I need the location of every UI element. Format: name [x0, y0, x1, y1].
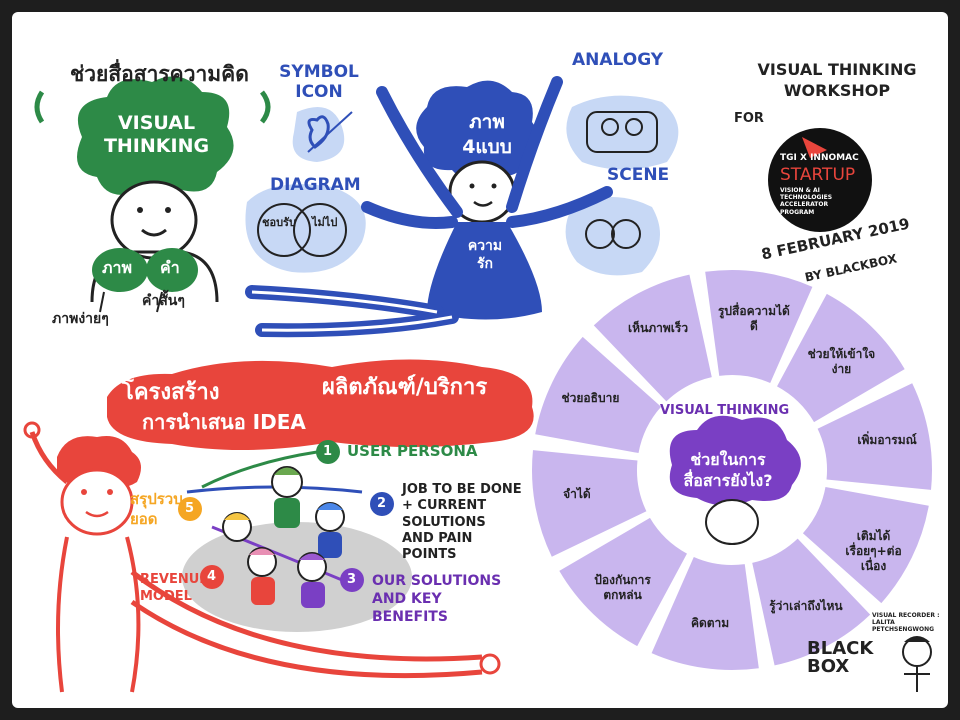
wheel-segment	[802, 486, 929, 604]
wheel-segment	[817, 383, 932, 490]
recorder-credit: VISUAL RECORDER : LALITA PETCHSENGWONG	[872, 612, 940, 634]
banner-presentation: การนำเสนอ IDEA	[142, 410, 306, 434]
blackbox-logo: BLACK BOX	[807, 638, 874, 677]
visual-thinking-character	[34, 76, 271, 313]
hand-label-word: คำ	[160, 258, 180, 277]
benefits-wheel	[531, 270, 932, 670]
heading-communicate: ช่วยสื่อสารความคิด	[70, 62, 249, 86]
sketchnote-canvas: ช่วยสื่อสารความคิด VISUAL THINKING ภาพ ค…	[12, 12, 948, 708]
wheel-segment-label: เห็นภาพเร็ว	[628, 320, 689, 335]
wheel-segment	[777, 293, 905, 423]
wheel-segment	[559, 517, 687, 647]
recorder-doodle	[902, 636, 932, 692]
logo-line-3: VISION & AI TECHNOLOGIES ACCELERATOR PRO…	[780, 187, 833, 216]
wheel-segment	[651, 556, 759, 670]
wheel-center-question: ช่วยในการสื่อสารยังไง?	[683, 450, 773, 490]
diagram-label: DIAGRAM	[270, 175, 361, 195]
step-3-number: 3	[347, 572, 357, 587]
presentation-structure-figure	[23, 359, 534, 693]
wheel-segment	[752, 538, 871, 666]
wheel-center-cloud	[669, 415, 801, 506]
visual-thinking-label: VISUAL THINKING	[103, 112, 210, 157]
symbol-icon-label: SYMBOL ICON	[279, 62, 359, 103]
analogy-label: ANALOGY	[572, 50, 664, 70]
venn-left-label: ชอบรับ	[262, 216, 296, 229]
wheel-segment-label: รูปสื่อความได้ดี	[717, 304, 790, 334]
workshop-for: FOR	[734, 111, 764, 126]
wheel-segment	[593, 274, 712, 402]
wheel-segment	[705, 270, 813, 384]
step-3-label: OUR SOLUTIONS AND KEY BENEFITS	[372, 573, 502, 626]
wheel-segment-label: เติมได้เรื่อยๆ+ต่อเนื่อง	[845, 529, 902, 574]
wheel-segment-label: จำได้	[563, 487, 591, 502]
startup-logo-badge	[768, 128, 872, 232]
wheel-segment-label: ช่วยให้เข้าใจง่าย	[807, 346, 876, 376]
step-5-number: 5	[185, 501, 195, 516]
four-types-label: ภาพ 4แบบ	[462, 111, 512, 158]
caption-short-words: คำสั้นๆ	[142, 293, 185, 309]
workshop-title: VISUAL THINKING WORKSHOP	[757, 60, 917, 100]
wheel-segment-label: ช่วยอธิบาย	[561, 390, 620, 405]
wheel-segment-label: ป้องกันการตกหล่น	[594, 573, 651, 603]
four-visuals-character	[245, 76, 679, 338]
wheel-center-face	[705, 499, 759, 545]
wheel-segment-label: รู้ว่าเล่าถึงไหน	[769, 599, 843, 614]
wheel-segment-label: เพิ่มอารมณ์	[857, 432, 917, 447]
hand-label-image: ภาพ	[102, 258, 133, 277]
step-2-number: 2	[377, 496, 387, 511]
step-1-label: USER PERSONA	[347, 442, 478, 460]
step-1-number: 1	[323, 444, 333, 459]
illustration-layer	[23, 76, 932, 693]
wheel-segment	[531, 450, 647, 557]
venn-right-label: ไม่ไป	[312, 216, 338, 229]
step-2-label: JOB TO BE DONE + CURRENT SOLUTIONS AND P…	[402, 482, 522, 562]
step-5-label: สรุปรวบยอด	[130, 490, 183, 528]
banner-products: ผลิตภัณฑ์/บริการ	[322, 375, 488, 400]
scene-label: SCENE	[607, 165, 670, 185]
wheel-segment-label: คิดตาม	[690, 615, 730, 630]
step-4-label: REVENUE MODEL	[140, 572, 209, 604]
banner-structure: โครงสร้าง	[122, 380, 220, 405]
caption-simple-images: ภาพง่ายๆ	[52, 311, 109, 327]
logo-line-1: TGI X INNOMAC	[780, 153, 859, 163]
wheel-segment	[535, 336, 662, 454]
love-label: ความรัก	[467, 238, 503, 273]
wheel-center-title: VISUAL THINKING	[660, 403, 790, 418]
step-4-number: 4	[207, 569, 217, 584]
logo-line-2: STARTUP	[780, 165, 856, 185]
